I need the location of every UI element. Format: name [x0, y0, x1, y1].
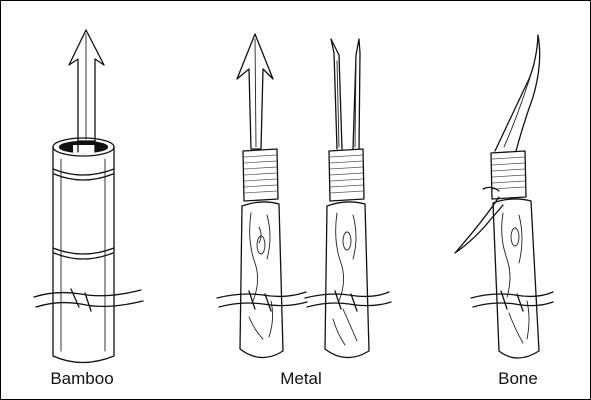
metal-spear-barbed — [217, 34, 307, 358]
bone-spear — [455, 35, 553, 358]
bone-barb — [455, 197, 503, 253]
bone-tip-main — [495, 35, 540, 151]
label-bone: Bone — [463, 368, 573, 390]
metal-wood-shaft-2 — [325, 202, 369, 358]
metal-wood-shaft — [240, 202, 283, 358]
metal-spear-forked — [305, 39, 391, 358]
bamboo-arrow-tip — [69, 30, 104, 141]
bone-wood-shaft — [493, 199, 539, 358]
label-metal: Metal — [246, 368, 356, 390]
label-bamboo: Bamboo — [27, 368, 137, 390]
bamboo-spear — [34, 30, 143, 363]
